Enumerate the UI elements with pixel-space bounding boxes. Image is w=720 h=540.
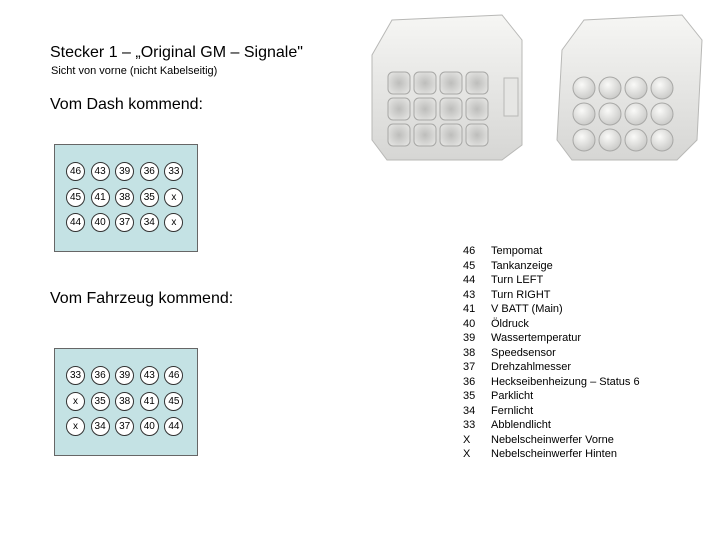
legend-item: 39 Wassertemperatur [463, 331, 640, 346]
legend-item: 44 Turn LEFT [463, 273, 640, 288]
pin-circle: 35 [139, 187, 159, 207]
pin-circle: 37 [115, 417, 135, 436]
pin-circle: x [164, 213, 184, 232]
legend-pin-number: X [463, 448, 471, 460]
legend-item: 43 Turn RIGHT [463, 288, 640, 303]
legend-pin-number: 38 [463, 346, 476, 359]
pin-circle: 43 [139, 366, 159, 385]
pin-circle: 46 [66, 162, 85, 181]
page-subtitle: Sicht von vorne (nicht Kabelseitig) [51, 65, 218, 77]
legend-item: 46 Tempomat [463, 244, 640, 259]
pin-circle: 39 [115, 366, 135, 385]
pin-circle: 36 [139, 162, 159, 181]
legend-item: 33 Abblendlicht [463, 418, 640, 433]
legend-label: Turn LEFT [491, 274, 544, 286]
male-connector-housing [556, 14, 703, 161]
pin-circle: 44 [66, 213, 85, 232]
legend-label: Fernlicht [491, 404, 534, 417]
page-title: Stecker 1 – „Original GM – Signale" [50, 44, 303, 61]
pin-circle: 40 [90, 213, 110, 232]
legend-label: Tempomat [491, 245, 543, 257]
pin-circle: 41 [90, 187, 110, 207]
legend-pin-number: X [463, 433, 471, 446]
legend-pin-number: 45 [463, 259, 476, 272]
legend-pin-number: 40 [463, 317, 476, 330]
pin-circle: 36 [90, 366, 110, 385]
legend-label: Parklicht [491, 390, 534, 402]
legend-item: 45 Tankanzeige [463, 259, 640, 274]
vehicle-section-heading: Vom Fahrzeug kommend: [50, 290, 234, 307]
legend-label: Turn RIGHT [491, 288, 551, 301]
legend-label: Nebelscheinwerfer Hinten [491, 448, 617, 460]
pin-circle: 34 [139, 213, 159, 232]
pin-circle: 33 [164, 162, 184, 181]
legend-label: Nebelscheinwerfer Vorne [491, 433, 614, 446]
legend-label: Tankanzeige [491, 259, 553, 272]
pin-circle: 38 [115, 187, 135, 207]
legend-label: Speedsensor [491, 346, 556, 359]
pin-circle: 33 [66, 366, 85, 385]
pin-circle: 45 [164, 391, 184, 411]
pin-circle: 44 [164, 417, 184, 436]
dash-section-heading: Vom Dash kommend: [50, 96, 203, 113]
legend-label: Drehzahlmesser [491, 361, 572, 373]
pin-circle: x [66, 417, 85, 436]
legend-item: 36 Heckseibenheizung – Status 6 [463, 375, 640, 390]
legend-item: 41 V BATT (Main) [463, 302, 640, 317]
pin-circle: 40 [139, 417, 159, 436]
pin-circle: x [164, 187, 184, 207]
pin-legend: 46 Tempomat 45 Tankanzeige 44 Turn LEFT 43 Turn… [463, 244, 640, 462]
legend-pin-number: 41 [463, 303, 476, 315]
legend-pin-number: 44 [463, 274, 476, 286]
female-connector-housing [371, 14, 523, 161]
legend-item: 40 Öldruck [463, 317, 640, 332]
pin-circle: 43 [90, 162, 110, 181]
legend-item: 37 Drehzahlmesser [463, 360, 640, 375]
pin-circle: 46 [164, 366, 184, 385]
legend-item: X Nebelscheinwerfer Vorne [463, 433, 640, 448]
legend-label: Abblendlicht [491, 419, 551, 431]
legend-pin-number: 37 [463, 361, 476, 373]
pin-circle: 34 [90, 417, 110, 436]
legend-pin-number: 35 [463, 390, 476, 402]
connector-photo [371, 14, 703, 161]
legend-pin-number: 33 [463, 419, 476, 431]
legend-label: V BATT (Main) [491, 303, 563, 315]
pin-circle: 39 [115, 162, 135, 181]
legend-pin-number: 36 [463, 375, 476, 388]
legend-pin-number: 34 [463, 404, 476, 417]
legend-item: X Nebelscheinwerfer Hinten [463, 447, 640, 462]
pin-circle: 37 [115, 213, 135, 232]
legend-pin-number: 46 [463, 245, 476, 257]
legend-item: 34 Fernlicht [463, 404, 640, 419]
legend-label: Wassertemperatur [491, 332, 582, 344]
legend-label: Heckseibenheizung – Status 6 [491, 375, 640, 388]
legend-pin-number: 39 [463, 332, 476, 344]
pin-circle: x [66, 391, 85, 411]
pin-circle: 45 [66, 187, 85, 207]
pin-circle: 38 [115, 391, 135, 411]
pin-circle: 41 [139, 391, 159, 411]
legend-label: Öldruck [491, 317, 529, 330]
pin-circle: 35 [90, 391, 110, 411]
legend-item: 38 Speedsensor [463, 346, 640, 361]
legend-pin-number: 43 [463, 288, 476, 301]
legend-item: 35 Parklicht [463, 389, 640, 404]
